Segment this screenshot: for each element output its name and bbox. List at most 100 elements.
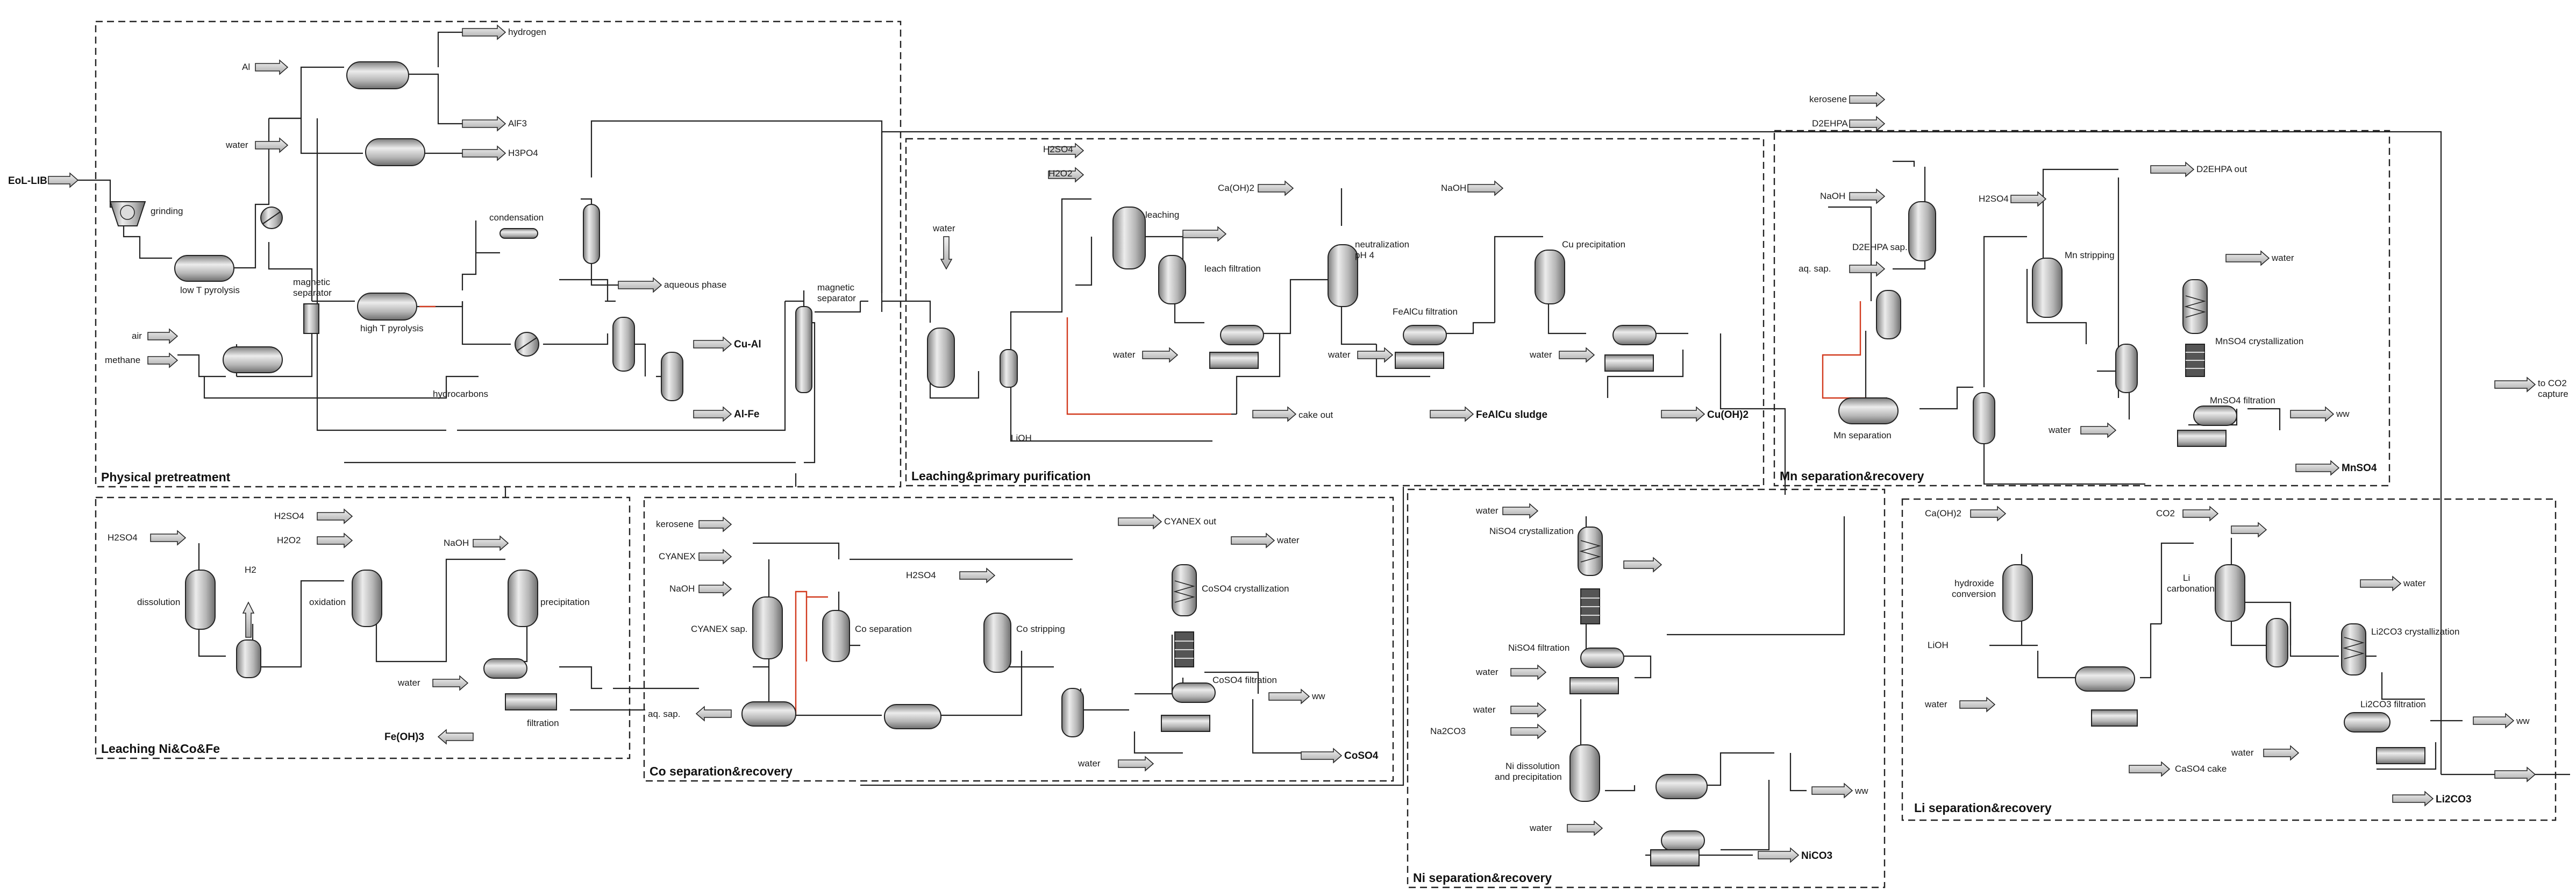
- cu-precipitation-reactor: [1535, 250, 1565, 304]
- labels: Physical pretreatment Leaching&primary p…: [8, 27, 2568, 885]
- stream-label-water-ni: water: [1475, 506, 1498, 516]
- mn-separation-vessel: [1838, 397, 1899, 424]
- stream-label-d2ehpa: D2EHPA: [1812, 118, 1848, 129]
- output-arrow: [462, 145, 506, 161]
- stream-label-hydrogen: hydrogen: [508, 27, 546, 37]
- stream-label-water-ff: water: [1328, 350, 1351, 360]
- cyanex-sap-vessel: [752, 596, 783, 659]
- water-feed-arrow: [940, 236, 953, 270]
- stream-label-water-ni-4: water: [1529, 823, 1552, 833]
- output-arrow: [693, 406, 732, 422]
- stream-label-air: air: [132, 331, 142, 341]
- ni-dissolution-reactor: [1569, 744, 1600, 802]
- input-arrow: [255, 137, 289, 153]
- stream-label-caso4-cake: CaSO4 cake: [2175, 764, 2227, 774]
- stream-label-fealcu-sludge: FeAlCu sludge: [1476, 409, 1547, 421]
- stream-label-cuoh2: Cu(OH)2: [1707, 409, 1749, 421]
- al-fe-separator-vessel: [661, 352, 683, 401]
- co-stripping-vessel: [983, 613, 1011, 673]
- unit-label-magnetic-4: separator: [817, 293, 856, 303]
- heat-exchanger-icon: [515, 332, 539, 357]
- caso4-filter-unit: [2091, 709, 2138, 727]
- stream-label-water-leach: water: [932, 223, 955, 233]
- stream-label-mnso4: MnSO4: [2342, 463, 2377, 474]
- unit-label-li2co3-crystallization: Li2CO3 crystallization: [2371, 627, 2459, 637]
- unit-label-dissolution: dissolution: [137, 597, 180, 607]
- stream-label-water-ln: water: [397, 678, 420, 688]
- stream-label-caoh2-li: Ca(OH)2: [1925, 508, 1961, 518]
- co-separation-vessel: [822, 610, 850, 662]
- equipment: [109, 61, 2425, 866]
- stream-label-ww-co: ww: [1311, 691, 1325, 701]
- input-arrow: [1048, 143, 1084, 159]
- input-arrow: [317, 508, 353, 524]
- neutralization-reactor: [1328, 244, 1358, 307]
- unit-label-cu-precipitation: Cu precipitation: [1562, 239, 1625, 250]
- magnetic-separator-small: [303, 303, 319, 334]
- unit-label-co-separation: Co separation: [855, 624, 912, 634]
- unit-label-cyanex-sap: CYANEX sap.: [691, 624, 748, 634]
- stream-arrows: [48, 24, 2536, 863]
- input-arrow: [150, 530, 187, 546]
- leach-feed-vessel: [1000, 349, 1018, 388]
- output-arrow: [462, 116, 506, 132]
- output-arrow: [695, 706, 732, 722]
- input-arrow: [2010, 191, 2047, 207]
- unit-label-niso4-filtration: NiSO4 filtration: [1508, 643, 1569, 653]
- cu-filter-unit: [1604, 325, 1657, 372]
- stream-label-h3po4: H3PO4: [508, 148, 538, 158]
- mnso4-crystallizer: [2182, 279, 2208, 377]
- stream-label-ww-ni: ww: [1854, 786, 1868, 796]
- stream-label-water-lf: water: [1112, 350, 1136, 360]
- mnso4-filter-unit: [2177, 406, 2237, 447]
- unit-label-niso4-crystallization: NiSO4 crystallization: [1489, 526, 1574, 536]
- coso4-filter-unit: [1161, 682, 1216, 732]
- unit-label-mn-stripping: Mn stripping: [2065, 250, 2115, 260]
- output-arrow: [2295, 460, 2340, 476]
- precipitation-reactor: [508, 570, 538, 627]
- stream-label-eol-lib: EoL-LIB: [8, 175, 47, 187]
- stream-label-kerosene-co: kerosene: [656, 519, 694, 529]
- stream-label-h2so4-co: H2SO4: [906, 570, 936, 580]
- grinder-unit: [109, 201, 146, 226]
- output-arrow: [2494, 766, 2536, 783]
- unit-label-li2co3-filtration: Li2CO3 filtration: [2360, 699, 2426, 709]
- input-arrow: [1467, 180, 1504, 196]
- output-arrow: [1623, 557, 1662, 573]
- al-reactor-vessel: [346, 61, 409, 89]
- li-carbonation-reactor: [2215, 564, 2245, 622]
- stream-label-cake-out: cake out: [1298, 410, 1333, 420]
- stream-label-water-ni-3: water: [1473, 705, 1496, 715]
- stream-label-water-ni-2: water: [1475, 667, 1498, 677]
- output-arrow: [437, 729, 474, 745]
- stream-label-na2co3: Na2CO3: [1430, 726, 1466, 736]
- input-arrow: [1502, 503, 1539, 519]
- unit-label-neutralization-2: pH 4: [1355, 250, 1374, 260]
- unit-label-neutralization-1: neutralization: [1355, 239, 1409, 250]
- unit-label-ni-dissolution-2: and precipitation: [1495, 772, 1562, 782]
- unit-label-coso4-crystallization: CoSO4 crystallization: [1202, 584, 1289, 594]
- stream-label-lioh-leach: LiOH: [1011, 433, 1032, 443]
- unit-label-coso4-filtration: CoSO4 filtration: [1212, 675, 1277, 685]
- output-arrow: [2290, 406, 2335, 422]
- coso4-crystallizer: [1172, 564, 1197, 667]
- mn-settler-vessel: [1973, 392, 1995, 444]
- stream-label-water-li: water: [1924, 699, 1947, 709]
- input-arrow: [2080, 422, 2117, 438]
- stream-label-feoh3: Fe(OH)3: [384, 731, 424, 743]
- cu-al-separator-vessel: [612, 317, 635, 372]
- stream-label-nico3: NiCO3: [1801, 850, 1832, 862]
- stream-label-li2co3: Li2CO3: [2436, 794, 2472, 805]
- input-arrow: [2182, 506, 2219, 522]
- unit-label-magnetic-2: separator: [293, 288, 332, 298]
- output-arrow: [693, 336, 732, 352]
- stream-label-water-li-3: water: [2231, 748, 2254, 758]
- unit-label-hydroxide-1: hydroxide: [1954, 578, 1994, 588]
- stream-label-to-co2-1: to CO2: [2538, 378, 2567, 388]
- section-li: [1901, 498, 2557, 821]
- stream-label-naoh-co: NaOH: [669, 584, 695, 594]
- section-title-leaching-ni: Leaching Ni&Co&Fe: [101, 742, 220, 756]
- combustor-vessel: [223, 346, 283, 373]
- stream-label-co2: CO2: [2156, 508, 2175, 518]
- stream-label-water-li-2: water: [2403, 578, 2426, 588]
